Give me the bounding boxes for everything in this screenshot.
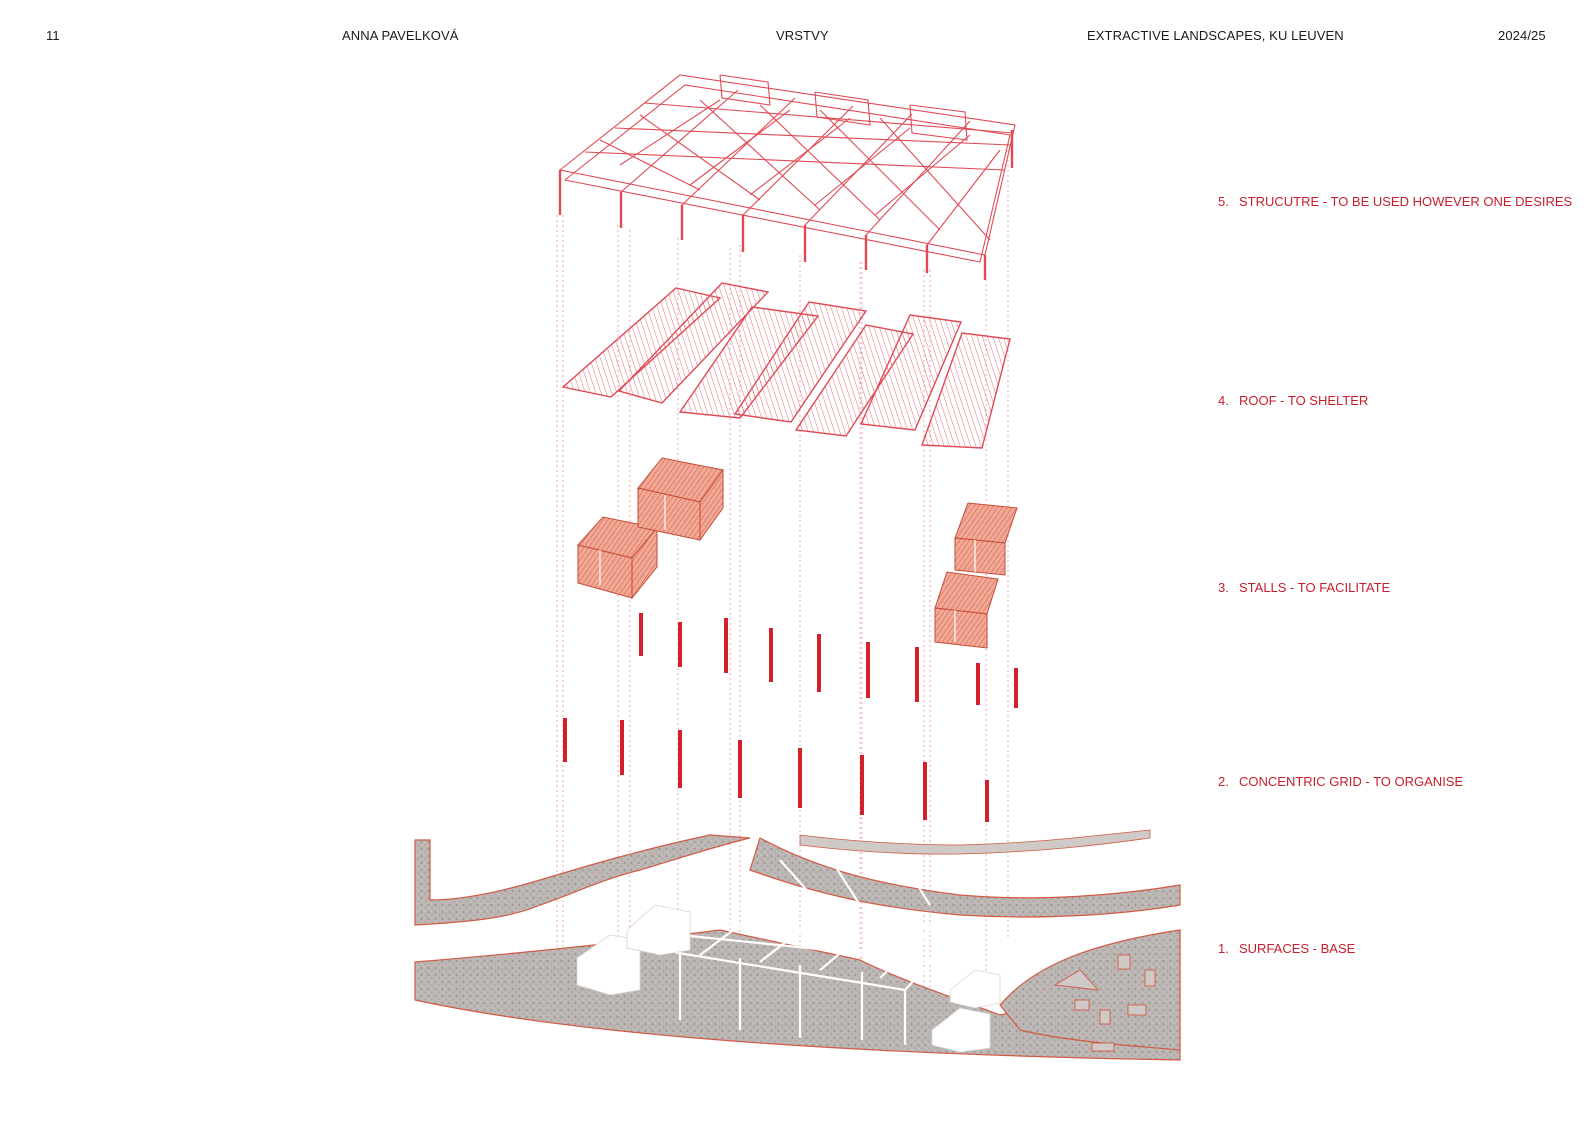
grid-layer bbox=[563, 613, 1018, 822]
layer-number: 2. bbox=[1218, 774, 1229, 789]
layer-number: 5. bbox=[1218, 194, 1229, 209]
layer-text: STALLS - TO FACILITATE bbox=[1239, 580, 1391, 595]
stalls-layer bbox=[577, 457, 1018, 649]
page-number: 11 bbox=[46, 28, 60, 43]
layer-text: STRUCUTRE - TO BE USED HOWEVER ONE DESIR… bbox=[1239, 194, 1573, 209]
layer-label-roof: 4. ROOF - TO SHELTER bbox=[1218, 393, 1368, 408]
layer-number: 4. bbox=[1218, 393, 1229, 408]
roof-layer bbox=[561, 282, 1011, 449]
layer-number: 3. bbox=[1218, 580, 1229, 595]
layer-text: ROOF - TO SHELTER bbox=[1239, 393, 1369, 408]
layer-text: SURFACES - BASE bbox=[1239, 941, 1356, 956]
surfaces-layer bbox=[414, 829, 1181, 1061]
layer-number: 1. bbox=[1218, 941, 1229, 956]
layer-label-grid: 2. CONCENTRIC GRID - TO ORGANISE bbox=[1218, 774, 1463, 789]
course-name: EXTRACTIVE LANDSCAPES, KU LEUVEN bbox=[1087, 28, 1344, 43]
structure-layer bbox=[558, 74, 1016, 280]
layer-text: CONCENTRIC GRID - TO ORGANISE bbox=[1239, 774, 1464, 789]
author-name: ANNA PAVELKOVÁ bbox=[342, 28, 459, 43]
layer-label-structure: 5. STRUCUTRE - TO BE USED HOWEVER ONE DES… bbox=[1218, 194, 1572, 209]
year: 2024/25 bbox=[1498, 28, 1546, 43]
layer-label-stalls: 3. STALLS - TO FACILITATE bbox=[1218, 580, 1390, 595]
page-title: VRSTVY bbox=[776, 28, 829, 43]
layer-label-surfaces: 1. SURFACES - BASE bbox=[1218, 941, 1355, 956]
